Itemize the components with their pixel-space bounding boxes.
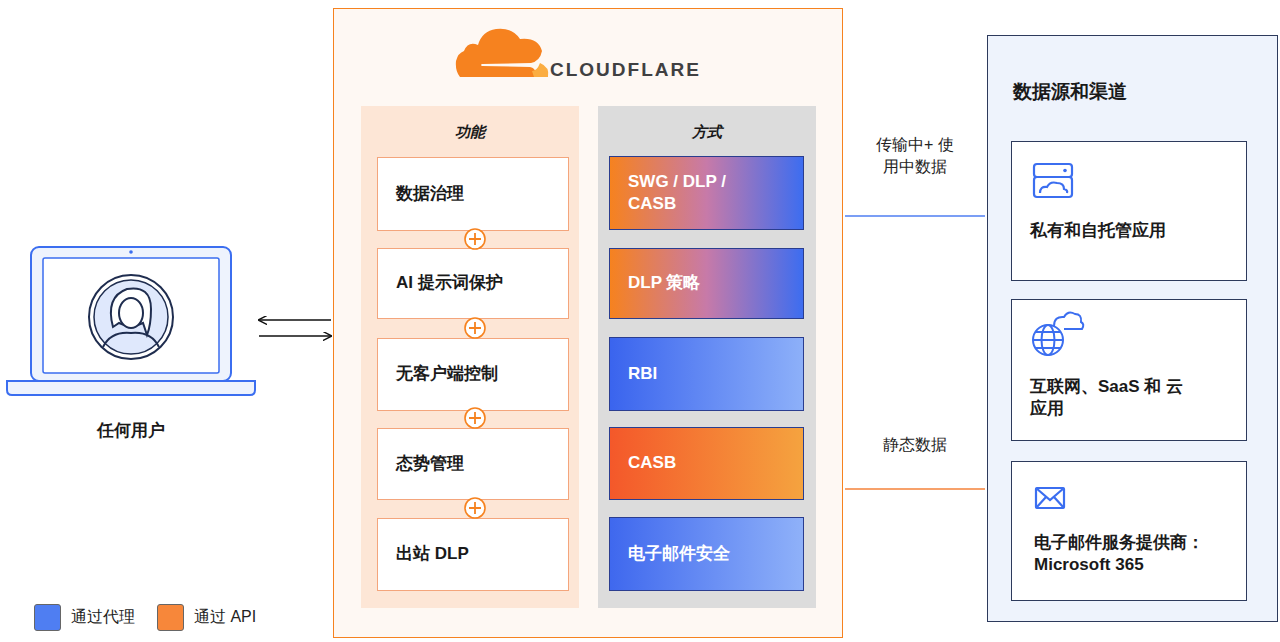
node-label: 功能 xyxy=(455,122,485,142)
source-panel: 数据源和渠道私有和自托管应用互联网、SaaS 和 云应用电子邮件服务提供商： M… xyxy=(987,35,1278,622)
source-box: 私有和自托管应用 xyxy=(1011,141,1247,281)
source-box: 电子邮件服务提供商： Microsoft 365 xyxy=(1011,461,1247,601)
node-label: SWG / DLP / CASB xyxy=(628,171,748,215)
node-label: 电子邮件安全 xyxy=(628,543,730,565)
node-label: 任何用户 xyxy=(97,420,165,442)
user-laptop: 任何用户 xyxy=(5,245,257,450)
node-label: 电子邮件服务提供商： Microsoft 365 xyxy=(1034,532,1234,576)
method-box: 电子邮件安全 xyxy=(609,517,804,591)
legend-item: 通过代理 xyxy=(34,604,135,631)
feature-box: 出站 DLP xyxy=(377,518,569,591)
node-label: DLP 策略 xyxy=(628,272,700,294)
edge-label: 静态数据 xyxy=(880,433,950,457)
node-label: 私有和自托管应用 xyxy=(1030,220,1166,242)
node-label: 互联网、SaaS 和 云应用 xyxy=(1030,376,1195,420)
source-box: 互联网、SaaS 和 云应用 xyxy=(1011,299,1247,441)
feature-box: AI 提示词保护 xyxy=(377,248,569,319)
node-label: RBI xyxy=(628,363,657,385)
connector xyxy=(259,335,331,337)
node-label: CLOUDFLARE xyxy=(550,58,701,83)
connector xyxy=(845,215,985,217)
connector xyxy=(845,488,985,490)
node-label: 出站 DLP xyxy=(396,543,469,565)
node-label: CASB xyxy=(628,452,676,474)
legend-swatch xyxy=(157,604,184,631)
node-label: AI 提示词保护 xyxy=(396,272,503,294)
legend: 通过代理 通过 API xyxy=(34,604,278,631)
legend-text: 通过代理 xyxy=(71,607,135,628)
method-box: RBI xyxy=(609,337,804,411)
node-label: 无客户端控制 xyxy=(396,363,498,385)
node-label: 数据源和渠道 xyxy=(1013,80,1127,105)
legend-text: 通过 API xyxy=(194,607,256,628)
node-label: 数据治理 xyxy=(396,183,464,205)
cloudflare-panel: CLOUDFLARE 数据治理 AI 提示词保护无客户端控制态势管理出站 DLP 功能… xyxy=(333,8,843,638)
legend-swatch xyxy=(34,604,61,631)
method-box: CASB xyxy=(609,427,804,500)
connector xyxy=(259,319,331,321)
feature-column: 数据治理 AI 提示词保护无客户端控制态势管理出站 DLP 功能 xyxy=(361,106,579,608)
node-label: 方式 xyxy=(692,122,722,142)
method-box: DLP 策略 xyxy=(609,248,804,319)
feature-box: 无客户端控制 xyxy=(377,338,569,411)
edge-label: 传输中+ 使用中数据 xyxy=(866,133,964,178)
method-column: 方式 SWG / DLP / CASB DLP 策略 RBI CASB 电子邮件安全 xyxy=(598,106,816,608)
method-box: SWG / DLP / CASB xyxy=(609,156,804,230)
legend-item: 通过 API xyxy=(157,604,256,631)
feature-box: 态势管理 xyxy=(377,428,569,500)
node-label: 态势管理 xyxy=(396,453,464,475)
feature-box: 数据治理 xyxy=(377,157,569,231)
